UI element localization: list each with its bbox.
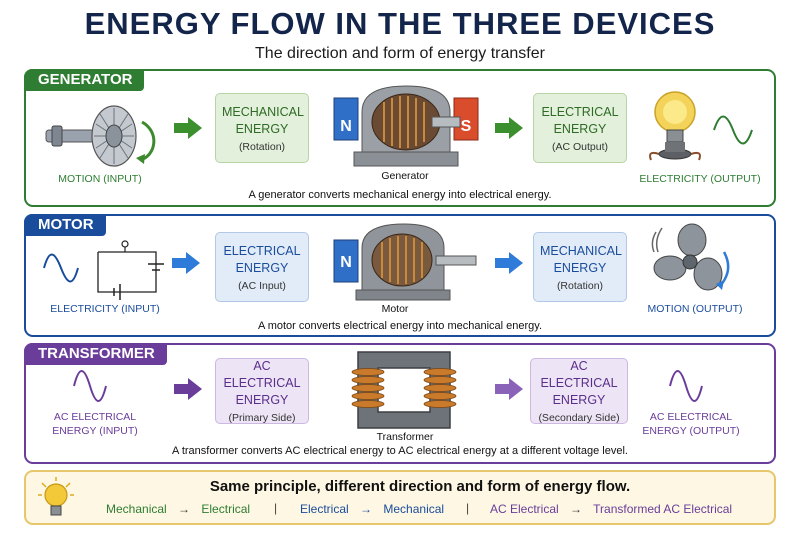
page-subtitle: The direction and form of energy transfe… bbox=[255, 45, 545, 62]
transformer-output-label-2: ENERGY (OUTPUT) bbox=[642, 425, 740, 437]
generator-input-box-sub: (Rotation) bbox=[238, 140, 286, 153]
generator-input-box-title: MECHANICAL ENERGY bbox=[222, 104, 304, 136]
light-bulb-icon bbox=[649, 91, 701, 161]
fan-icon bbox=[651, 223, 730, 291]
motor-panel bbox=[24, 214, 776, 337]
flow-3-to: Transformed AC Electrical bbox=[593, 502, 733, 516]
motor-output-box: MECHANICAL ENERGY (Rotation) bbox=[533, 232, 627, 302]
motor-input-label: ELECTRICITY (INPUT) bbox=[50, 303, 160, 315]
ac-wave-secondary-icon bbox=[669, 370, 703, 402]
motor-output-box-title: MECHANICAL ENERGY bbox=[540, 243, 622, 275]
transformer-arrow-2 bbox=[495, 378, 523, 400]
motor-device-icon bbox=[333, 223, 477, 301]
generator-description: A generator converts mechanical energy i… bbox=[248, 189, 552, 201]
motor-caption: Motor bbox=[381, 303, 409, 315]
motor-output-box-sub: (Rotation) bbox=[556, 279, 604, 292]
flow-1-from: Mechanical bbox=[106, 502, 167, 516]
transformer-panel bbox=[24, 343, 776, 464]
flow-2-to: Mechanical bbox=[383, 502, 445, 516]
transformer-caption: Transformer bbox=[376, 431, 434, 443]
flow-1-arrow: → bbox=[178, 502, 191, 516]
generator-output-label: ELECTRICITY (OUTPUT) bbox=[639, 173, 761, 185]
summary-flow-motor: Electrical → Mechanical bbox=[300, 502, 444, 516]
motor-description: A motor converts electrical energy into … bbox=[257, 320, 543, 332]
transformer-arrow-1 bbox=[174, 378, 202, 400]
ac-wave-input-icon bbox=[43, 253, 79, 283]
motor-output-label: MOTION (OUTPUT) bbox=[647, 303, 743, 315]
magnet-s-label: S bbox=[460, 118, 472, 135]
summary-flow-transformer: AC Electrical → Transformed AC Electrica… bbox=[490, 502, 732, 516]
transformer-tag: TRANSFORMER bbox=[24, 343, 167, 365]
generator-output-box-title: ELECTRICAL ENERGY bbox=[541, 104, 619, 136]
transformer-input-box: AC ELECTRICAL ENERGY (Primary Side) bbox=[215, 358, 309, 424]
magnet-n-label: N bbox=[340, 118, 352, 135]
transformer-input-label-1: AC ELECTRICAL bbox=[53, 411, 137, 423]
ac-wave-primary-icon bbox=[73, 370, 107, 402]
motor-input-box-title: ELECTRICAL ENERGY bbox=[223, 243, 301, 275]
transformer-output-label-1: AC ELECTRICAL bbox=[649, 411, 733, 423]
generator-device-icon bbox=[333, 85, 479, 167]
motor-arrow-2 bbox=[495, 252, 523, 274]
generator-output-box: ELECTRICAL ENERGY (AC Output) bbox=[533, 93, 627, 163]
generator-arrow-2 bbox=[495, 117, 523, 139]
circuit-icon bbox=[97, 240, 164, 300]
generator-input-box: MECHANICAL ENERGY (Rotation) bbox=[215, 93, 309, 163]
generator-output-box-sub: (AC Output) bbox=[551, 140, 609, 153]
summary-title: Same principle, different direction and … bbox=[209, 478, 631, 495]
motor-arrow-1 bbox=[172, 252, 200, 274]
transformer-description: A transformer converts AC electrical ene… bbox=[172, 445, 628, 457]
generator-panel bbox=[24, 69, 776, 207]
motor-input-box-sub: (AC Input) bbox=[238, 279, 286, 292]
generator-tag: GENERATOR bbox=[24, 69, 145, 91]
transformer-device-icon bbox=[351, 351, 457, 429]
light-bulb-icon-small bbox=[38, 477, 74, 516]
summary-flow-generator: Mechanical → Electrical bbox=[106, 502, 250, 516]
summary-separator-1: | bbox=[274, 501, 278, 515]
flow-3-arrow: → bbox=[570, 502, 583, 516]
summary-separator-2: | bbox=[466, 501, 470, 515]
page-title: ENERGY FLOW IN THE THREE DEVICES bbox=[84, 6, 716, 41]
motor-magnet-n-label: N bbox=[340, 254, 352, 271]
transformer-input-box-sub: (Primary Side) bbox=[228, 412, 296, 424]
transformer-input-box-title: AC ELECTRICAL ENERGY bbox=[223, 359, 301, 407]
transformer-output-box-sub: (Secondary Side) bbox=[538, 412, 620, 424]
transformer-output-box-title: AC ELECTRICAL ENERGY bbox=[540, 359, 618, 407]
turbine-icon bbox=[45, 105, 156, 167]
motor-input-box: ELECTRICAL ENERGY (AC Input) bbox=[215, 232, 309, 302]
flow-3-from: AC Electrical bbox=[490, 502, 559, 516]
transformer-input-label-2: ENERGY (INPUT) bbox=[52, 425, 138, 437]
flow-2-from: Electrical bbox=[300, 502, 349, 516]
generator-arrow-1 bbox=[174, 117, 202, 139]
motor-tag: MOTOR bbox=[24, 214, 106, 236]
summary-panel bbox=[24, 470, 776, 525]
flow-2-arrow: → bbox=[360, 502, 373, 516]
generator-input-label: MOTION (INPUT) bbox=[58, 173, 142, 185]
ac-wave-icon bbox=[713, 115, 753, 145]
transformer-output-box: AC ELECTRICAL ENERGY (Secondary Side) bbox=[530, 358, 628, 424]
flow-1-to: Electrical bbox=[201, 502, 251, 516]
generator-caption: Generator bbox=[381, 170, 429, 182]
